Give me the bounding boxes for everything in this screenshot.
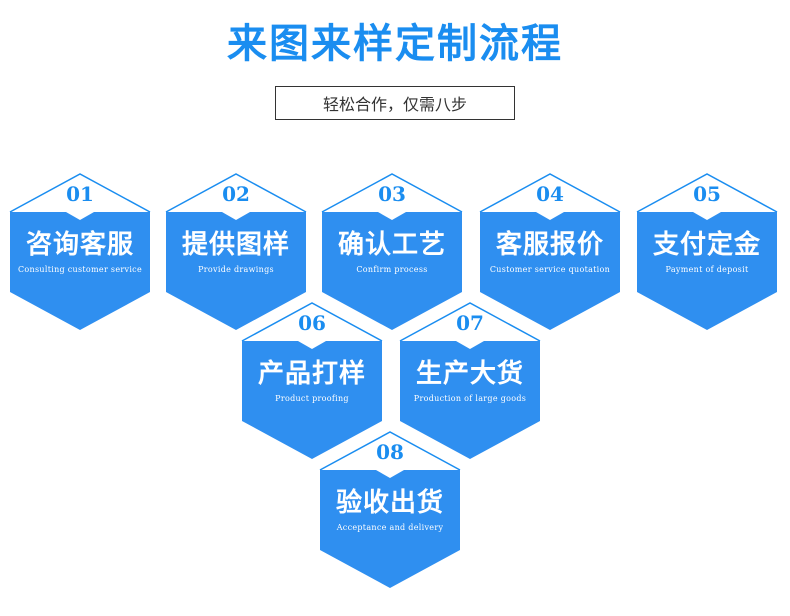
step-7-title: 生产大货 bbox=[415, 359, 524, 389]
hexagon-roof-outline bbox=[399, 302, 541, 342]
hexagon-notch-dot bbox=[307, 337, 317, 347]
step-8-subtitle: Acceptance and delivery bbox=[336, 523, 444, 532]
step-7-subtitle: Production of large goods bbox=[413, 394, 527, 403]
step-2: 02 提供图样 Provide drawings bbox=[165, 173, 307, 330]
hexagon-shape bbox=[479, 173, 621, 330]
step-6-title: 产品打样 bbox=[257, 359, 366, 389]
step-3-number: 03 bbox=[378, 182, 406, 206]
step-2-number: 02 bbox=[222, 182, 250, 206]
hexagon-roof-outline bbox=[636, 173, 778, 213]
step-3-title: 确认工艺 bbox=[337, 230, 446, 260]
step-5-number: 05 bbox=[693, 182, 721, 206]
hexagon-roof-outline bbox=[241, 302, 383, 342]
hexagon-shape bbox=[241, 302, 383, 459]
hexagon-body bbox=[480, 212, 620, 330]
step-4: 04 客服报价 Customer service quotation bbox=[479, 173, 621, 330]
hexagon-body bbox=[10, 212, 150, 330]
step-4-title: 客服报价 bbox=[495, 230, 604, 260]
hexagon-body bbox=[320, 470, 460, 588]
subtitle-text: 轻松合作，仅需八步 bbox=[322, 95, 467, 114]
hexagon-shape bbox=[399, 302, 541, 459]
hexagon-body bbox=[322, 212, 462, 330]
step-6-number: 06 bbox=[298, 311, 326, 335]
step-5-subtitle: Payment of deposit bbox=[665, 265, 749, 274]
step-4-subtitle: Customer service quotation bbox=[489, 265, 611, 274]
hexagon-shape bbox=[319, 431, 461, 588]
step-1-title: 咨询客服 bbox=[25, 230, 134, 260]
step-6: 06 产品打样 Product proofing bbox=[241, 302, 383, 459]
hexagon-shape bbox=[165, 173, 307, 330]
step-7: 07 生产大货 Production of large goods bbox=[399, 302, 541, 459]
step-6-subtitle: Product proofing bbox=[275, 394, 349, 403]
step-8: 08 验收出货 Acceptance and delivery bbox=[319, 431, 461, 588]
hexagon-body bbox=[637, 212, 777, 330]
step-1: 01 咨询客服 Consulting customer service bbox=[9, 173, 151, 330]
step-8-number: 08 bbox=[376, 440, 404, 464]
hexagon-shape bbox=[9, 173, 151, 330]
hexagon-body bbox=[166, 212, 306, 330]
step-5: 05 支付定金 Payment of deposit bbox=[636, 173, 778, 330]
page-title: 来图来样定制流程 bbox=[227, 20, 563, 67]
step-3: 03 确认工艺 Confirm process bbox=[321, 173, 463, 330]
hexagon-body bbox=[400, 341, 540, 459]
hexagon-notch-dot bbox=[465, 337, 475, 347]
step-5-title: 支付定金 bbox=[652, 230, 761, 260]
hexagon-notch-dot bbox=[385, 466, 395, 476]
hexagon-shape bbox=[636, 173, 778, 330]
hexagon-notch-dot bbox=[231, 208, 241, 218]
hexagon-notch-dot bbox=[75, 208, 85, 218]
subtitle-box: 轻松合作，仅需八步 bbox=[275, 86, 515, 120]
hexagon-roof-outline bbox=[321, 173, 463, 213]
step-1-subtitle: Consulting customer service bbox=[17, 265, 142, 274]
hexagon-roof-outline bbox=[479, 173, 621, 213]
step-4-number: 04 bbox=[536, 182, 564, 206]
hexagon-roof-outline bbox=[165, 173, 307, 213]
hexagon-body bbox=[242, 341, 382, 459]
hexagon-notch-dot bbox=[387, 208, 397, 218]
hexagon-shape bbox=[321, 173, 463, 330]
hexagon-roof-outline bbox=[319, 431, 461, 471]
hexagon-notch-dot bbox=[545, 208, 555, 218]
step-1-number: 01 bbox=[66, 182, 94, 206]
step-8-title: 验收出货 bbox=[335, 488, 444, 518]
step-3-subtitle: Confirm process bbox=[356, 265, 428, 274]
hexagon-roof-outline bbox=[9, 173, 151, 213]
step-2-subtitle: Provide drawings bbox=[198, 265, 274, 274]
hexagon-notch-dot bbox=[702, 208, 712, 218]
step-2-title: 提供图样 bbox=[181, 230, 290, 260]
step-7-number: 07 bbox=[456, 311, 484, 335]
